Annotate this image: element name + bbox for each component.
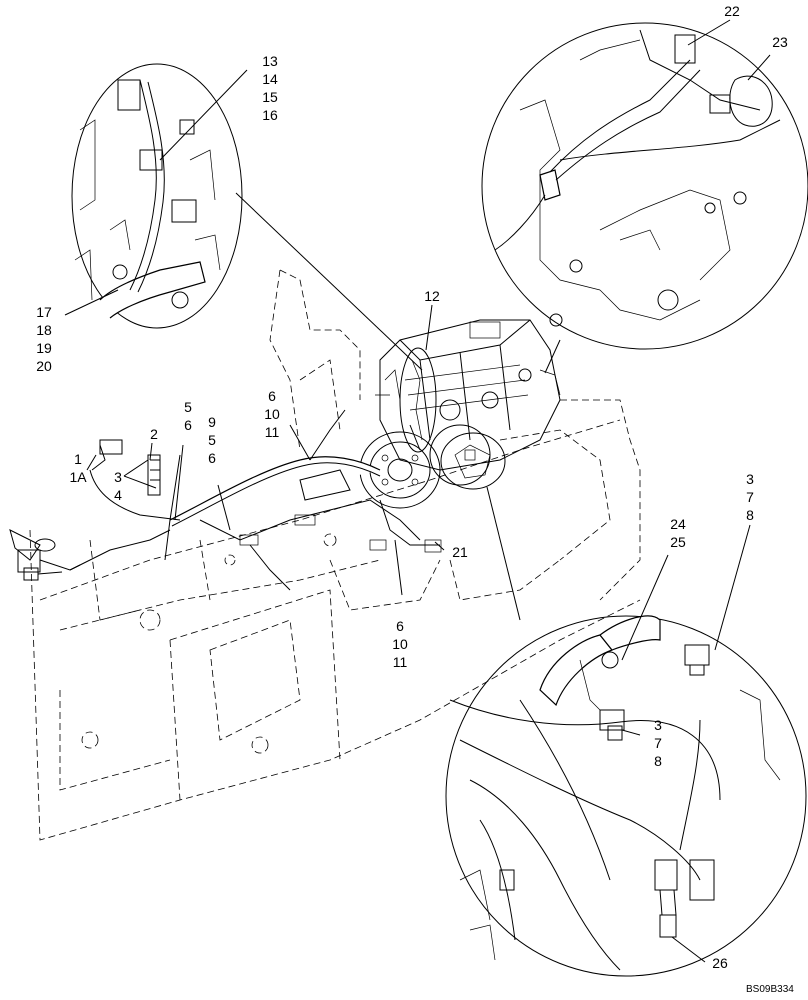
callout-3-7-8-detail: 3 7 8 xyxy=(644,716,672,770)
callout-3-7-8-right: 3 7 8 xyxy=(736,470,764,524)
chassis-frame xyxy=(29,269,641,841)
detail-circle-upper-right xyxy=(481,22,808,350)
callout-13-16: 13 14 15 16 xyxy=(256,52,284,124)
callout-label: 16 xyxy=(262,107,278,123)
drawing-reference: BS09B334 xyxy=(746,984,794,995)
engine-block xyxy=(375,319,561,471)
callout-6-10-11-top: 6 10 11 xyxy=(258,387,286,441)
callout-label: 5 xyxy=(208,432,216,448)
callout-2: 2 xyxy=(140,425,168,443)
callout-21: 21 xyxy=(446,543,474,561)
callout-label: 3 xyxy=(114,469,122,485)
callout-6-10-11-bottom: 6 10 11 xyxy=(386,617,414,671)
detail-circle-upper-left xyxy=(71,63,243,329)
callout-label: 18 xyxy=(36,322,52,338)
callout-label: 14 xyxy=(262,71,278,87)
callout-17-20: 17 18 19 20 xyxy=(30,303,58,375)
callout-label: 19 xyxy=(36,340,52,356)
callout-26: 26 xyxy=(706,954,734,972)
callout-label: 12 xyxy=(424,288,440,304)
callout-label: 6 xyxy=(208,450,216,466)
callout-label: 3 xyxy=(654,717,662,733)
callout-5-6: 5 6 xyxy=(174,398,202,434)
callout-label: 3 xyxy=(746,471,754,487)
callout-label: 6 xyxy=(184,417,192,433)
callout-label: 2 xyxy=(150,426,158,442)
callout-24-25: 24 25 xyxy=(664,515,692,551)
callout-label: 5 xyxy=(184,399,192,415)
callout-label: 20 xyxy=(36,358,52,374)
callout-label: 25 xyxy=(670,534,686,550)
callout-label: 26 xyxy=(712,955,728,971)
main-harness xyxy=(69,409,442,591)
callout-label: 15 xyxy=(262,89,278,105)
callout-label: 23 xyxy=(772,34,788,50)
leader-lines xyxy=(64,19,771,963)
left-connector xyxy=(9,529,81,581)
callout-22: 22 xyxy=(718,2,746,20)
callout-label: 8 xyxy=(654,753,662,769)
callout-label: 11 xyxy=(264,424,280,440)
callout-label: 9 xyxy=(208,414,216,430)
callout-label: 1 xyxy=(74,451,82,467)
callout-9-5-6: 9 5 6 xyxy=(198,413,226,467)
detail-circle-small xyxy=(399,347,506,490)
callout-label: 4 xyxy=(114,487,122,503)
callout-3-4: 3 4 xyxy=(104,468,132,504)
callout-label: 11 xyxy=(392,654,408,670)
callout-label: 24 xyxy=(670,516,686,532)
callout-label: 8 xyxy=(746,507,754,523)
callout-label: 17 xyxy=(36,304,52,320)
callout-12: 12 xyxy=(418,287,446,305)
callout-label: 6 xyxy=(268,388,276,404)
callout-label: 10 xyxy=(264,406,280,422)
callout-label: 7 xyxy=(654,735,662,751)
callout-label: 6 xyxy=(396,618,404,634)
callout-label: 22 xyxy=(724,3,740,19)
callout-label: 1A xyxy=(69,469,87,485)
callout-23: 23 xyxy=(766,33,794,51)
callout-label: 21 xyxy=(452,544,468,560)
detail-circle-bottom-right xyxy=(445,615,807,977)
callout-label: 13 xyxy=(262,53,278,69)
callout-1-1a: 1 1A xyxy=(64,450,92,486)
callout-label: 7 xyxy=(746,489,754,505)
callout-label: 10 xyxy=(392,636,408,652)
